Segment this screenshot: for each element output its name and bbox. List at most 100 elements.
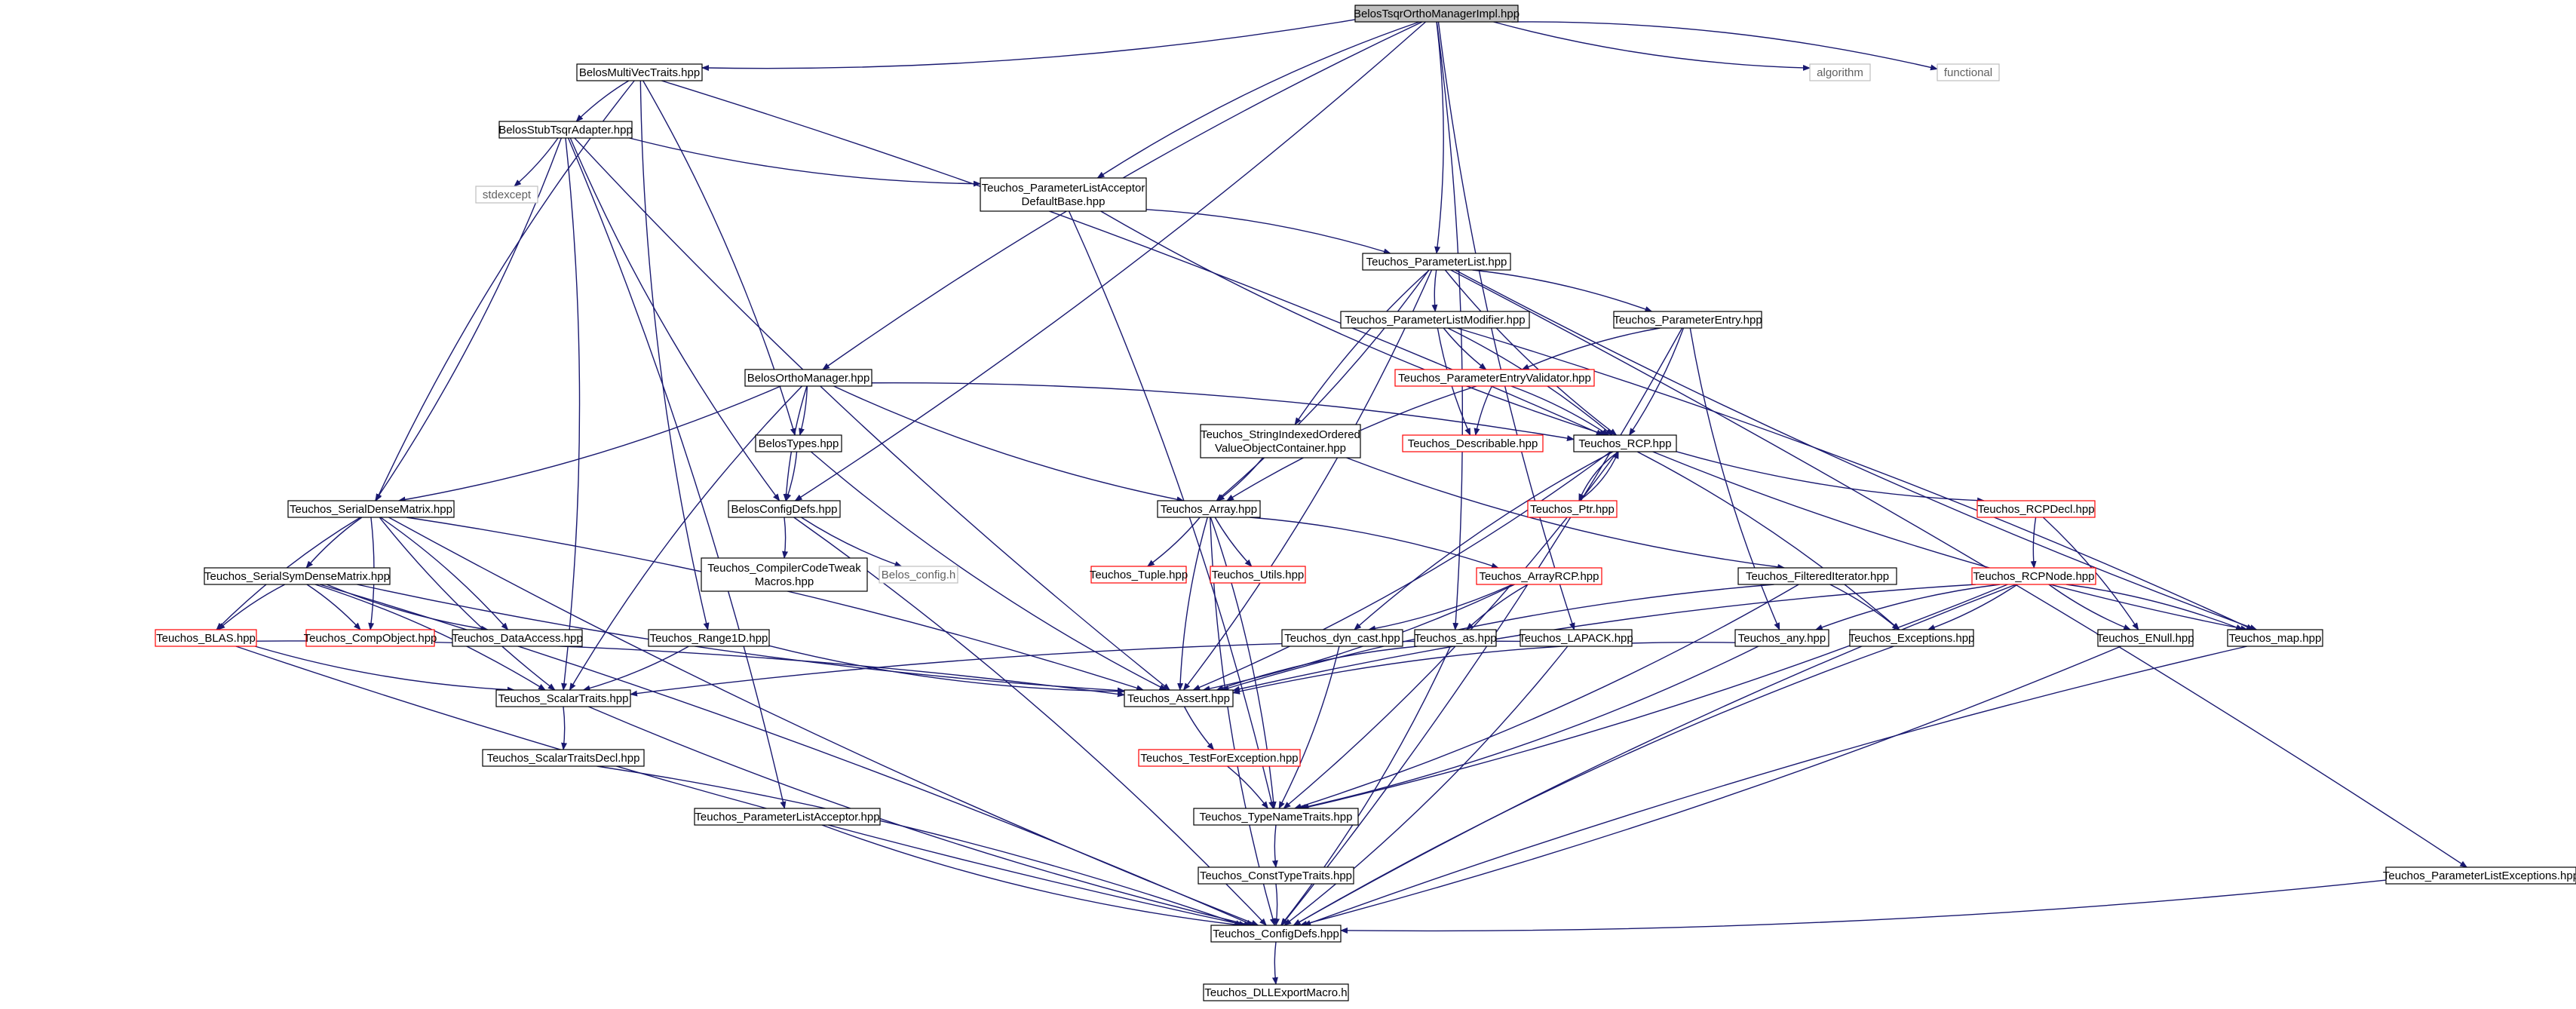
node-mvtraits[interactable]: BelosMultiVecTraits.hpp (576, 63, 703, 81)
node-label: Teuchos_Range1D.hpp (650, 632, 768, 645)
node-label: ValueObjectContainer.hpp (1215, 442, 1346, 455)
edge-root-to-plist (1434, 21, 1444, 254)
node-any[interactable]: Teuchos_any.hpp (1734, 629, 1829, 647)
nodes-layer: BelosTsqrOrthoManagerImpl.hppBelosMultiV… (155, 5, 2576, 1001)
node-box (980, 177, 1147, 212)
edge-assert-to-tfe (1183, 706, 1215, 750)
node-belosconfig[interactable]: BelosConfigDefs.hpp (728, 500, 841, 518)
edge-pev-to-rcp (1510, 385, 1609, 436)
node-array[interactable]: Teuchos_Array.hpp (1157, 500, 1261, 518)
node-sivo[interactable]: Teuchos_StringIndexedOrderedValueObjectC… (1200, 424, 1361, 458)
node-box (1200, 424, 1361, 458)
edge-sivo-to-filtered (1346, 457, 1786, 570)
edge-orthomgr-to-rcp (871, 382, 1575, 441)
node-label: Teuchos_TypeNameTraits.hpp (1200, 811, 1353, 823)
edge-rcpnode-to-assert (1232, 584, 1976, 692)
node-rcp[interactable]: Teuchos_RCP.hpp (1573, 434, 1677, 452)
edge-rcp-to-exceptions (1636, 451, 1900, 630)
node-describable[interactable]: Teuchos_Describable.hpp (1402, 434, 1544, 452)
node-stubtsqr[interactable]: BelosStubTsqrAdapter.hpp (498, 121, 633, 139)
node-assert[interactable]: Teuchos_Assert.hpp (1124, 689, 1234, 707)
node-label: Teuchos_ArrayRCP.hpp (1480, 570, 1599, 583)
node-box (1849, 629, 1974, 647)
node-label: Teuchos_CompilerCodeTweak (707, 562, 861, 575)
edge-scalartraits-to-configdefs (588, 706, 1252, 927)
node-label: Teuchos_ScalarTraits.hpp (498, 692, 629, 705)
node-blas[interactable]: Teuchos_BLAS.hpp (155, 629, 257, 647)
node-plexc[interactable]: Teuchos_ParameterListExceptions.hpp (2383, 866, 2576, 885)
node-compobj[interactable]: Teuchos_CompObject.hpp (304, 629, 437, 647)
node-orthomgr[interactable]: BelosOrthoManager.hpp (744, 369, 872, 387)
node-box (1971, 567, 2096, 585)
node-root[interactable]: BelosTsqrOrthoManagerImpl.hpp (1354, 5, 1520, 23)
node-box (1476, 567, 1602, 585)
node-label: BelosOrthoManager.hpp (747, 372, 870, 385)
node-belostypes[interactable]: BelosTypes.hpp (755, 434, 842, 452)
node-plmod[interactable]: Teuchos_ParameterListModifier.hpp (1340, 311, 1530, 329)
node-label: Teuchos_FilteredIterator.hpp (1746, 570, 1889, 583)
node-configdefs[interactable]: Teuchos_ConfigDefs.hpp (1210, 925, 1342, 943)
node-box (1281, 629, 1403, 647)
edge-lapack-to-scalartraits (630, 640, 1521, 697)
edge-orthomgr-to-array (833, 385, 1185, 503)
node-box (1809, 63, 1871, 81)
node-typename[interactable]: Teuchos_TypeNameTraits.hpp (1193, 808, 1359, 826)
node-arcp[interactable]: Teuchos_ArrayRCP.hpp (1476, 567, 1602, 585)
node-pla[interactable]: Teuchos_ParameterListAcceptor.hpp (694, 808, 881, 826)
node-range1d[interactable]: Teuchos_Range1D.hpp (648, 629, 770, 647)
node-box (2385, 866, 2576, 885)
node-map[interactable]: Teuchos_map.hpp (2227, 629, 2323, 647)
node-label: Belos_config.h (882, 569, 955, 581)
node-ptr[interactable]: Teuchos_Ptr.hpp (1527, 500, 1618, 518)
node-ssdm[interactable]: Teuchos_SerialSymDenseMatrix.hpp (204, 567, 391, 585)
node-as[interactable]: Teuchos_as.hpp (1414, 629, 1497, 647)
node-box (287, 500, 455, 518)
edge-root-to-algorithm (1493, 21, 1811, 71)
node-filtered[interactable]: Teuchos_FilteredIterator.hpp (1737, 567, 1897, 585)
edge-range1d-to-assert (768, 645, 1125, 695)
edge-mvtraits-to-range1d (639, 80, 710, 630)
edge-orthomgr-to-scalartraits (569, 385, 803, 691)
edge-plist-to-sivo (1294, 269, 1430, 425)
node-box (1737, 567, 1897, 585)
edge-blas-to-configdefs (235, 646, 1247, 928)
node-sdm[interactable]: Teuchos_SerialDenseMatrix.hpp (287, 500, 455, 518)
node-plist[interactable]: Teuchos_ParameterList.hpp (1362, 253, 1511, 271)
node-plad[interactable]: Teuchos_ParameterListAcceptorDefaultBase… (980, 177, 1147, 212)
node-box (1734, 629, 1829, 647)
node-enull[interactable]: Teuchos_ENull.hpp (2096, 629, 2194, 647)
node-rcpdecl[interactable]: Teuchos_RCPDecl.hpp (1976, 500, 2096, 518)
node-pev[interactable]: Teuchos_ParameterEntryValidator.hpp (1394, 369, 1595, 387)
node-label: Teuchos_SerialSymDenseMatrix.hpp (204, 570, 390, 583)
edge-pev-to-describable (1474, 385, 1492, 436)
node-lapack[interactable]: Teuchos_LAPACK.hpp (1519, 629, 1633, 647)
node-stdecl[interactable]: Teuchos_ScalarTraitsDecl.hpp (482, 749, 645, 767)
node-dataaccess[interactable]: Teuchos_DataAccess.hpp (452, 629, 583, 647)
node-dyncast[interactable]: Teuchos_dyn_cast.hpp (1281, 629, 1403, 647)
node-box (1210, 566, 1306, 584)
node-label: functional (1944, 66, 1992, 79)
edge-map-to-configdefs (1303, 646, 2247, 926)
node-box (1573, 434, 1677, 452)
node-tfe[interactable]: Teuchos_TestForException.hpp (1138, 749, 1301, 767)
node-label: Macros.hpp (755, 575, 814, 588)
edge-array-to-arcp (1250, 517, 1499, 569)
node-box (1362, 253, 1511, 271)
edge-plist-to-plexc (1450, 269, 2468, 868)
node-scalartraits[interactable]: Teuchos_ScalarTraits.hpp (495, 689, 631, 707)
node-consttype[interactable]: Teuchos_ConstTypeTraits.hpp (1198, 866, 1354, 885)
node-label: Teuchos_StringIndexedOrdered (1201, 428, 1360, 441)
node-rcpnode[interactable]: Teuchos_RCPNode.hpp (1971, 567, 2096, 585)
node-pentry[interactable]: Teuchos_ParameterEntry.hpp (1613, 311, 1762, 329)
node-tuple[interactable]: Teuchos_Tuple.hpp (1090, 566, 1188, 584)
node-box (576, 63, 703, 81)
node-box (1138, 749, 1301, 767)
node-dllexport[interactable]: Teuchos_DLLExportMacro.h (1203, 983, 1349, 1001)
node-exceptions[interactable]: Teuchos_Exceptions.hpp (1849, 629, 1975, 647)
node-box (1414, 629, 1497, 647)
edge-array-to-utils (1214, 517, 1253, 567)
node-utils[interactable]: Teuchos_Utils.hpp (1210, 566, 1306, 584)
edge-rcpdecl-to-rcpnode (2030, 517, 2037, 569)
